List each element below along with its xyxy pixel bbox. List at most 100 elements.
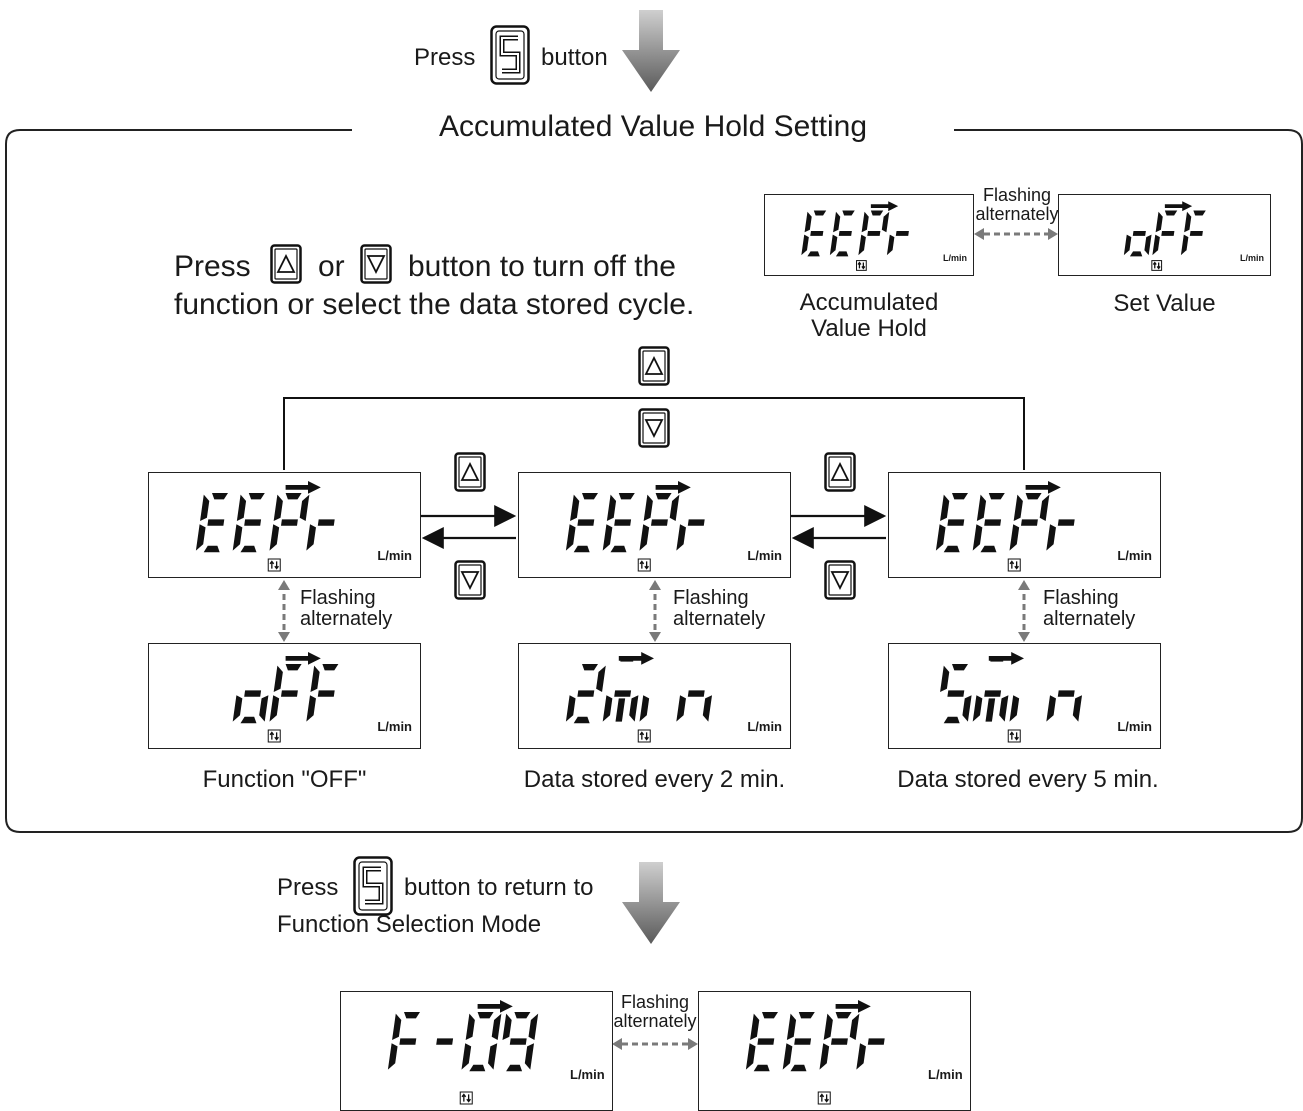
display-function-code: L/min xyxy=(340,991,613,1111)
segment-digit xyxy=(195,493,229,553)
top-press-label: Press xyxy=(414,44,476,71)
flashing-label-1: Flashing alternately xyxy=(300,588,392,630)
up-button-icon[interactable] xyxy=(454,452,486,492)
display-eepr-1: L/min xyxy=(148,472,421,578)
segment-digit xyxy=(639,695,650,722)
down-button-icon[interactable] xyxy=(638,408,670,448)
flashing-line1: Flashing xyxy=(300,587,376,609)
flow-direction-icon xyxy=(1007,729,1021,743)
segment-digit xyxy=(565,493,599,553)
bottom-flashing-line2: alternately xyxy=(613,1011,697,1031)
flashing-label-2: Flashing alternately xyxy=(673,588,765,630)
legend-display-eepr: L/min xyxy=(764,194,974,276)
flashing-line2: alternately xyxy=(673,608,766,630)
down-button-icon[interactable] xyxy=(824,560,856,600)
segment-digit xyxy=(856,1038,885,1070)
up-button-icon[interactable] xyxy=(824,452,856,492)
legend-caption-set-value: Set Value xyxy=(1113,290,1216,317)
flow-direction-icon xyxy=(267,558,281,572)
flow-arrow-segment xyxy=(285,652,321,665)
bottom-rest-label: button to return to xyxy=(404,874,594,901)
flow-arrow-segment xyxy=(870,201,899,212)
flow-direction-icon xyxy=(459,1091,473,1105)
flow-direction-icon xyxy=(267,729,281,743)
flow-arrow-segment xyxy=(285,481,321,494)
flashing-line2: alternately xyxy=(1043,608,1136,630)
seven-segment-digits xyxy=(195,481,335,572)
display-off: L/min xyxy=(148,643,421,749)
segment-digit xyxy=(639,493,680,551)
bottom-line2: Function Selection Mode xyxy=(277,911,542,938)
segment-digit xyxy=(972,690,1009,722)
legend-flashing: Flashing alternately xyxy=(974,186,1060,224)
down-arrow-icon xyxy=(622,862,680,944)
unit-label: L/min xyxy=(570,1067,605,1082)
section-title: Accumulated Value Hold Setting xyxy=(438,110,868,143)
segment-digit xyxy=(935,493,969,553)
flow-arrow-segment xyxy=(655,481,691,494)
caption-off: Function "OFF" xyxy=(202,766,367,793)
segment-digit xyxy=(1046,519,1075,551)
flow-direction-icon xyxy=(817,1091,831,1105)
flashing-label-3: Flashing alternately xyxy=(1043,588,1135,630)
segment-digit xyxy=(461,1012,502,1072)
flow-arrow-segment xyxy=(618,652,654,665)
segment-digit xyxy=(829,210,855,257)
segment-digit xyxy=(306,664,339,722)
instruction-rest: button to turn off the xyxy=(408,250,676,283)
up-button-icon[interactable] xyxy=(270,244,302,284)
legend-flashing-line1: Flashing xyxy=(982,185,1052,205)
instruction-or: or xyxy=(318,250,345,283)
bottom-flashing-line1: Flashing xyxy=(620,992,690,1012)
segment-digit xyxy=(502,1012,539,1072)
down-arrow-icon xyxy=(622,10,680,92)
top-button-label: button xyxy=(541,44,608,71)
set-button-icon[interactable] xyxy=(353,856,393,916)
down-button-icon[interactable] xyxy=(360,244,392,284)
segment-digit xyxy=(858,210,890,256)
bottom-flashing: Flashing alternately xyxy=(612,993,698,1031)
instruction-line2: function or select the data stored cycle… xyxy=(174,288,695,321)
unit-label: L/min xyxy=(747,548,782,563)
caption-2min: Data stored every 2 min. xyxy=(523,766,786,793)
segment-digit xyxy=(940,664,972,724)
segment-digit xyxy=(1152,210,1178,256)
segment-digit xyxy=(1009,493,1050,551)
flashing-line2: alternately xyxy=(300,608,393,630)
seven-segment-digits xyxy=(565,481,705,572)
seven-segment-digits xyxy=(940,652,1083,743)
unit-label: L/min xyxy=(1240,253,1264,263)
legend-display-off: L/min xyxy=(1058,194,1271,276)
segment-digit xyxy=(972,493,1005,553)
segment-digit xyxy=(801,210,827,257)
display-eepr-3: L/min xyxy=(888,472,1161,578)
down-button-icon[interactable] xyxy=(454,560,486,600)
unit-label: L/min xyxy=(747,719,782,734)
segment-digit xyxy=(1123,230,1152,257)
flashing-line1: Flashing xyxy=(673,587,749,609)
unit-label: L/min xyxy=(1117,548,1152,563)
segment-digit xyxy=(436,1038,454,1045)
legend-flashing-line2: alternately xyxy=(975,204,1059,224)
set-button-icon[interactable] xyxy=(490,25,530,85)
display-eepr-2: L/min xyxy=(518,472,791,578)
flashing-line1: Flashing xyxy=(1043,587,1119,609)
display-5min: L/min xyxy=(888,643,1161,749)
instruction-press: Press xyxy=(174,250,251,283)
seven-segment-digits xyxy=(232,652,339,743)
flow-arrow-segment xyxy=(835,1000,871,1013)
segment-digit xyxy=(269,493,310,551)
segment-digit xyxy=(745,1012,779,1072)
flow-direction-icon xyxy=(1007,558,1021,572)
up-button-icon[interactable] xyxy=(638,346,670,386)
legend-caption-line2: Value Hold xyxy=(811,315,927,342)
segment-digit xyxy=(269,664,302,722)
segment-digit xyxy=(232,493,265,553)
bottom-press-label: Press xyxy=(277,874,339,901)
segment-digit xyxy=(1180,210,1206,256)
flow-arrow-segment xyxy=(1025,481,1061,494)
display-eepr-bottom: L/min xyxy=(698,991,971,1111)
unit-label: L/min xyxy=(1117,719,1152,734)
flow-direction-icon xyxy=(637,558,651,572)
seven-segment-digits xyxy=(387,1000,539,1105)
